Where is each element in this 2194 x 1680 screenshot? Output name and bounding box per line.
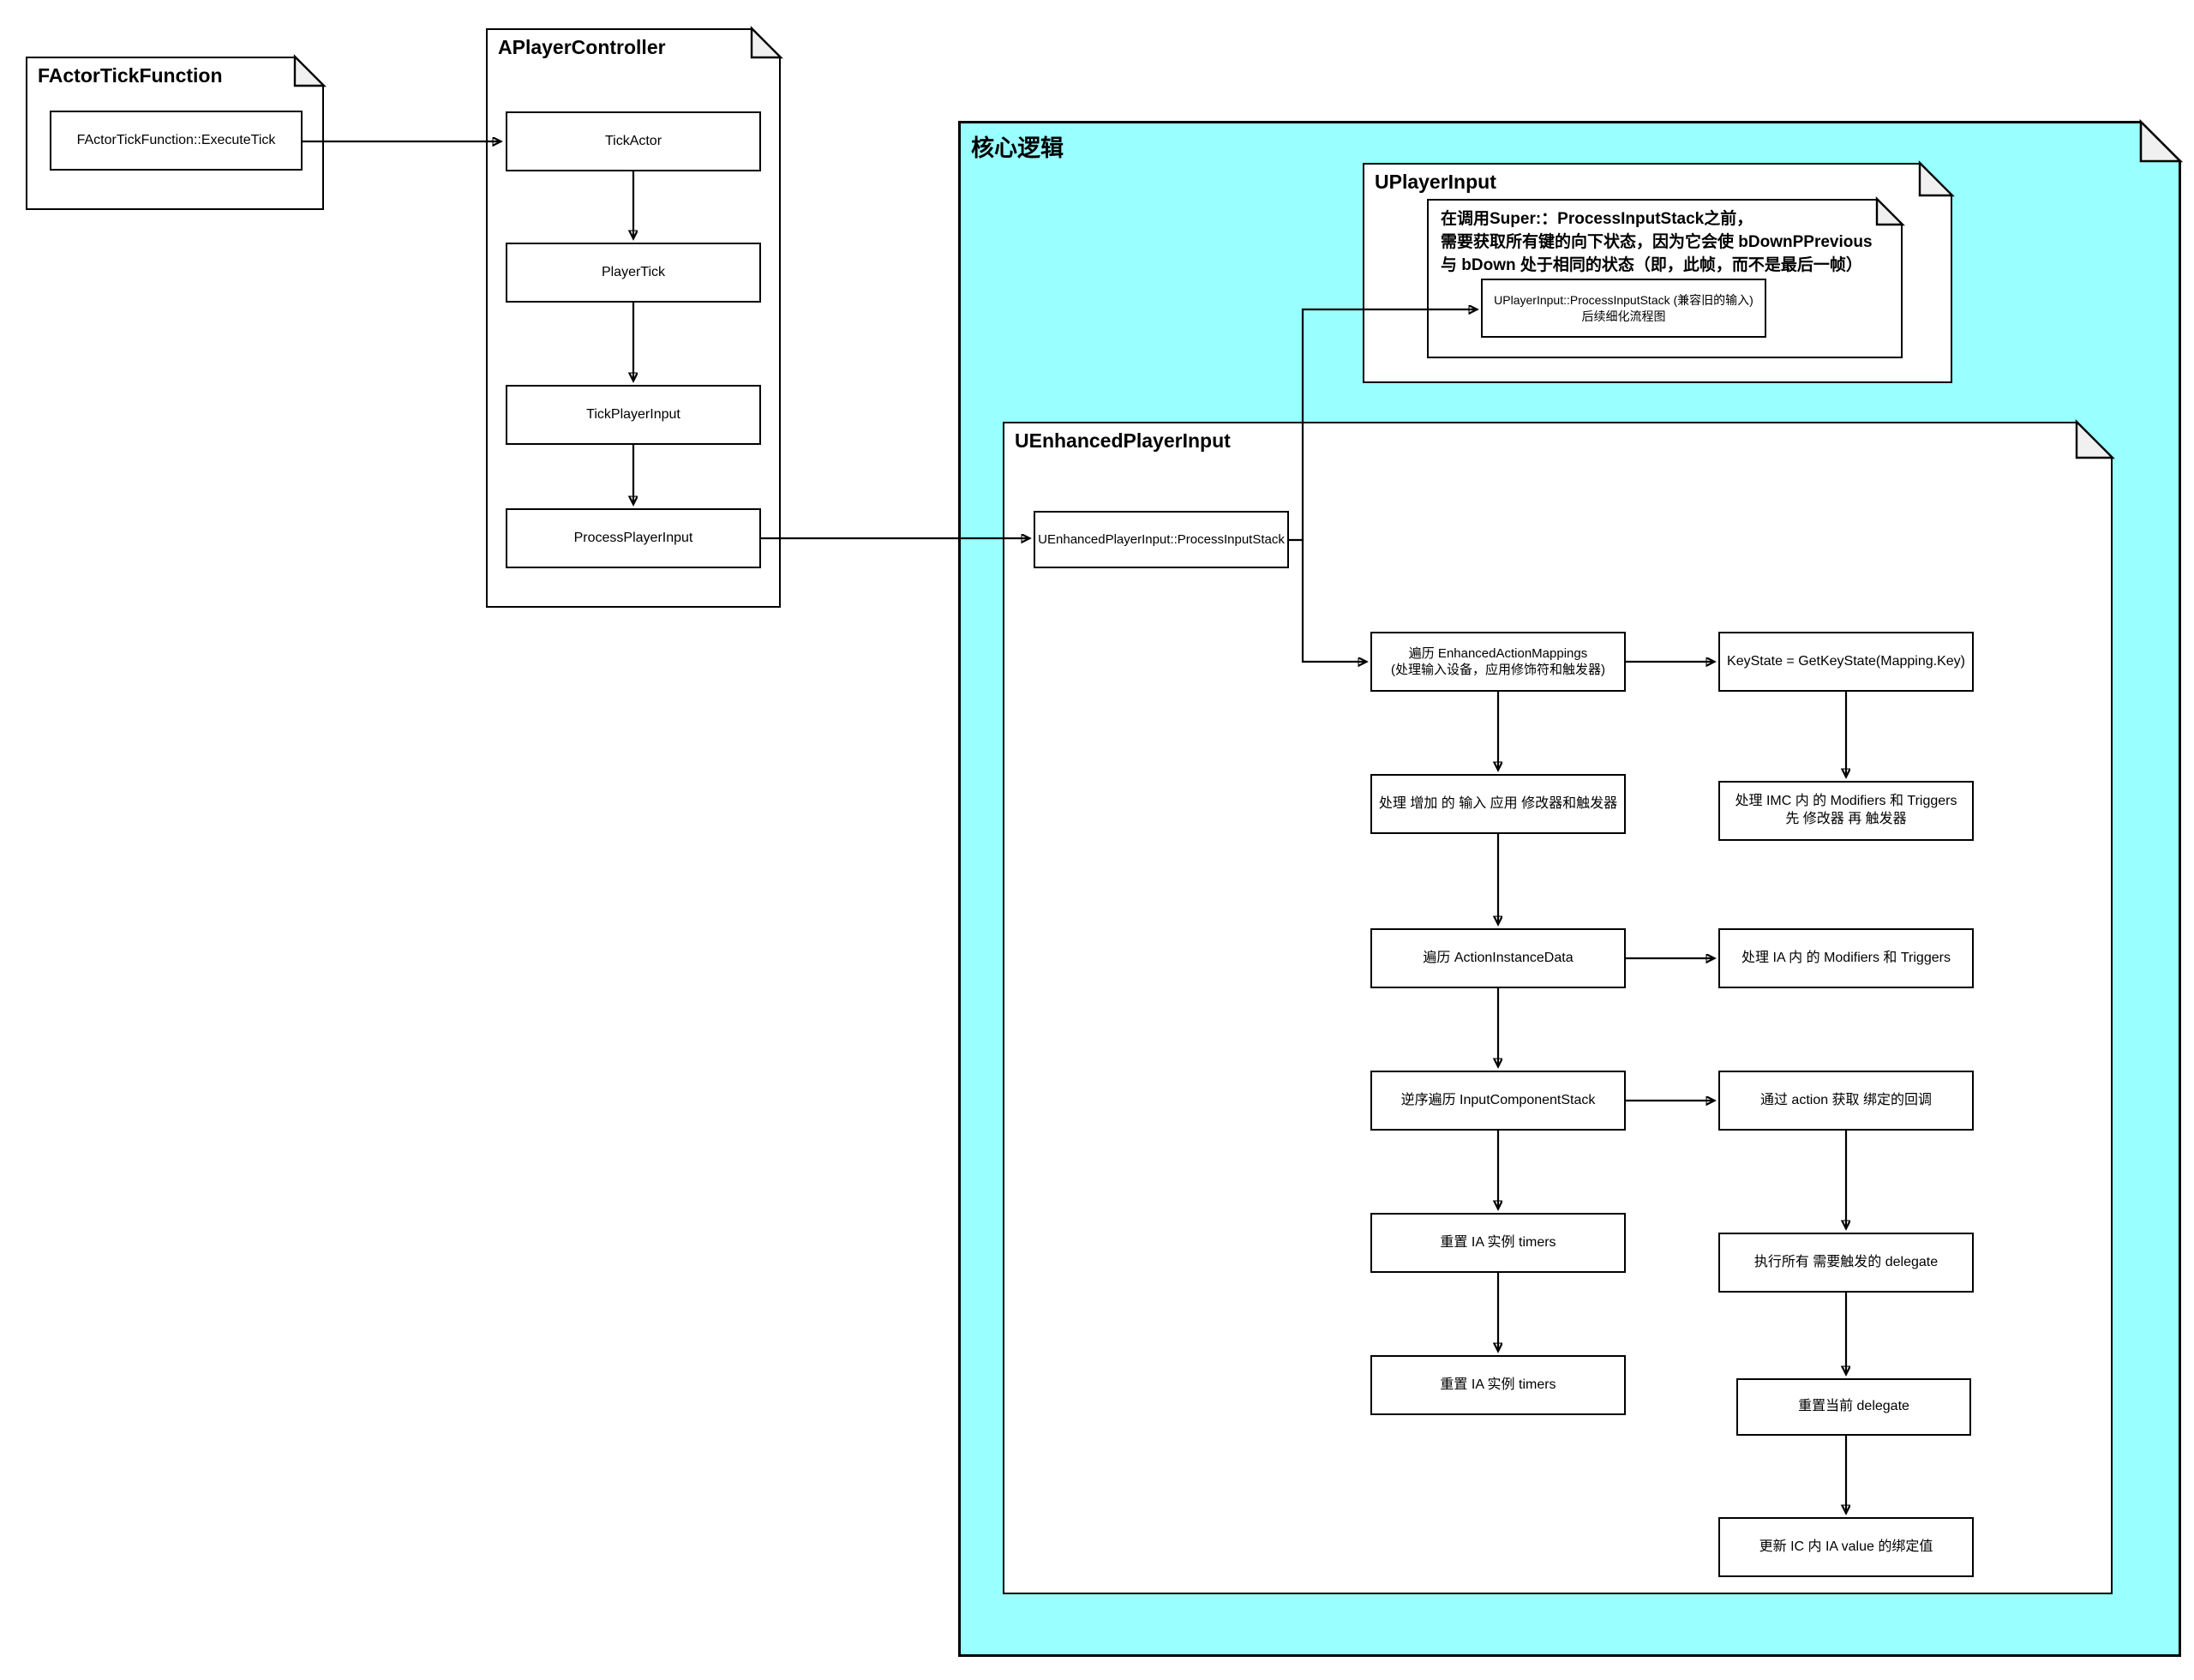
step-reset-ia-instance-timers-2[interactable]: 重置 IA 实例 timers: [1370, 1355, 1626, 1415]
step-tick-actor[interactable]: TickActor: [506, 111, 761, 171]
comment-line: 在调用Super:：ProcessInputStack之前，: [1441, 210, 1753, 228]
step-label: 逆序遍历 InputComponentStack: [1400, 1092, 1596, 1107]
step-label: TickPlayerInput: [586, 406, 680, 422]
step-label: UEnhancedPlayerInput::ProcessInputStack: [1038, 531, 1285, 547]
note-title-uenhancedplayerinput: UEnhancedPlayerInput: [1015, 429, 1231, 452]
step-label: 后续细化流程图: [1581, 309, 1666, 323]
comment-line: 需要获取所有键的向下状态，因为它会使 bDownPPrevious: [1441, 233, 1873, 251]
step-label: 更新 IC 内 IA value 的绑定值: [1759, 1539, 1933, 1554]
step-label: TickActor: [604, 133, 662, 148]
step-label: ProcessPlayerInput: [573, 530, 693, 545]
step-get-key-state[interactable]: KeyState = GetKeyState(Mapping.Key): [1718, 632, 1974, 692]
step-label: UPlayerInput::ProcessInputStack (兼容旧的输入): [1494, 293, 1753, 308]
folded-corner-icon: [752, 26, 783, 60]
folded-corner-icon: [295, 54, 327, 88]
step-iterate-enhanced-action-mappings[interactable]: 遍历 EnhancedActionMappings (处理输入设备，应用修饰符和…: [1370, 632, 1626, 692]
step-get-bound-callbacks[interactable]: 通过 action 获取 绑定的回调: [1718, 1071, 1974, 1131]
folded-corner-icon: [1920, 160, 1955, 198]
step-execute-delegates[interactable]: 执行所有 需要触发的 delegate: [1718, 1233, 1974, 1293]
step-player-tick[interactable]: PlayerTick: [506, 243, 761, 303]
step-reset-current-delegate[interactable]: 重置当前 delegate: [1736, 1378, 1971, 1436]
step-reset-ia-instance-timers-1[interactable]: 重置 IA 实例 timers: [1370, 1213, 1626, 1273]
step-label: FActorTickFunction::ExecuteTick: [76, 132, 276, 147]
step-label: 处理 IMC 内 的 Modifiers 和 Triggers: [1735, 794, 1957, 809]
step-label: (处理输入设备，应用修饰符和触发器): [1391, 663, 1605, 677]
step-label: 处理 增加 的 输入 应用 修改器和触发器: [1378, 795, 1618, 811]
step-process-ia-modifiers-triggers[interactable]: 处理 IA 内 的 Modifiers 和 Triggers: [1718, 928, 1974, 988]
folded-corner-icon: [1877, 196, 1905, 227]
step-label: 处理 IA 内 的 Modifiers 和 Triggers: [1741, 950, 1951, 965]
step-label: PlayerTick: [601, 264, 666, 279]
step-label: KeyState = GetKeyState(Mapping.Key): [1727, 653, 1965, 669]
step-label: 先 修改器 再 触发器: [1785, 812, 1907, 826]
step-process-player-input[interactable]: ProcessPlayerInput: [506, 508, 761, 568]
note-title-uplayerinput: UPlayerInput: [1375, 171, 1496, 193]
note-title-core-logic: 核心逻辑: [971, 135, 1064, 161]
step-label: 重置 IA 实例 timers: [1440, 1234, 1556, 1250]
step-label: 重置当前 delegate: [1798, 1399, 1909, 1414]
step-reverse-iterate-input-component-stack[interactable]: 逆序遍历 InputComponentStack: [1370, 1071, 1626, 1131]
step-tick-player-input[interactable]: TickPlayerInput: [506, 385, 761, 445]
step-iterate-action-instance-data[interactable]: 遍历 ActionInstanceData: [1370, 928, 1626, 988]
step-label: 遍历 EnhancedActionMappings: [1408, 645, 1588, 661]
step-uplayerinput-processinputstack[interactable]: UPlayerInput::ProcessInputStack (兼容旧的输入)…: [1481, 279, 1766, 338]
step-process-injected-input[interactable]: 处理 增加 的 输入 应用 修改器和触发器: [1370, 774, 1626, 834]
step-enhanced-processinputstack[interactable]: UEnhancedPlayerInput::ProcessInputStack: [1034, 511, 1289, 568]
step-label: 执行所有 需要触发的 delegate: [1753, 1254, 1939, 1269]
folded-corner-icon: [2077, 418, 2116, 461]
folded-corner-icon: [2141, 122, 2180, 165]
step-label: 重置 IA 实例 timers: [1440, 1377, 1556, 1392]
step-label: 通过 action 获取 绑定的回调: [1759, 1092, 1933, 1107]
step-execute-tick[interactable]: FActorTickFunction::ExecuteTick: [50, 111, 303, 171]
step-update-ic-ia-value[interactable]: 更新 IC 内 IA value 的绑定值: [1718, 1517, 1974, 1577]
comment-line: 与 bDown 处于相同的状态（即，此帧，而不是最后一帧）: [1441, 256, 1862, 274]
note-title-aplayercontroller: APlayerController: [498, 36, 666, 58]
step-label: 遍历 ActionInstanceData: [1423, 950, 1574, 965]
comment-text: 在调用Super:：ProcessInputStack之前， 需要获取所有键的向…: [1441, 207, 1873, 277]
note-title-factor-tick-function: FActorTickFunction: [38, 64, 223, 87]
step-process-imc-modifiers-triggers[interactable]: 处理 IMC 内 的 Modifiers 和 Triggers 先 修改器 再 …: [1718, 781, 1974, 841]
